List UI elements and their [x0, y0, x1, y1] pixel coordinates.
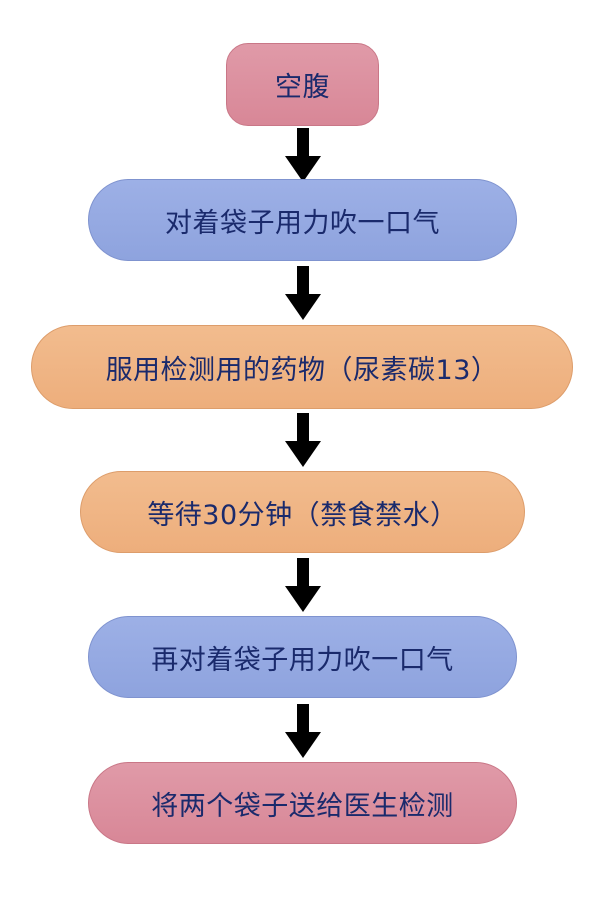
- step-second-breath: 再对着袋子用力吹一口气: [88, 616, 517, 698]
- down-arrow-icon: [285, 413, 321, 467]
- down-arrow-icon: [285, 704, 321, 758]
- step-first-breath: 对着袋子用力吹一口气: [88, 179, 517, 261]
- step-label: 将两个袋子送给医生检测: [151, 790, 454, 822]
- step-label: 对着袋子用力吹一口气: [165, 207, 440, 239]
- step-wait-30-minutes: 等待30分钟（禁食禁水）: [80, 471, 525, 553]
- step-label: 再对着袋子用力吹一口气: [151, 644, 454, 676]
- step-send-to-doctor: 将两个袋子送给医生检测: [88, 762, 517, 844]
- step-label: 服用检测用的药物（尿素碳13）: [105, 354, 499, 386]
- step-label: 空腹: [275, 72, 330, 103]
- step-take-medicine: 服用检测用的药物（尿素碳13）: [31, 325, 573, 409]
- step-label: 等待30分钟（禁食禁水）: [147, 499, 458, 531]
- step-empty-stomach: 空腹: [226, 43, 379, 126]
- down-arrow-icon: [285, 128, 321, 182]
- down-arrow-icon: [285, 558, 321, 612]
- down-arrow-icon: [285, 266, 321, 320]
